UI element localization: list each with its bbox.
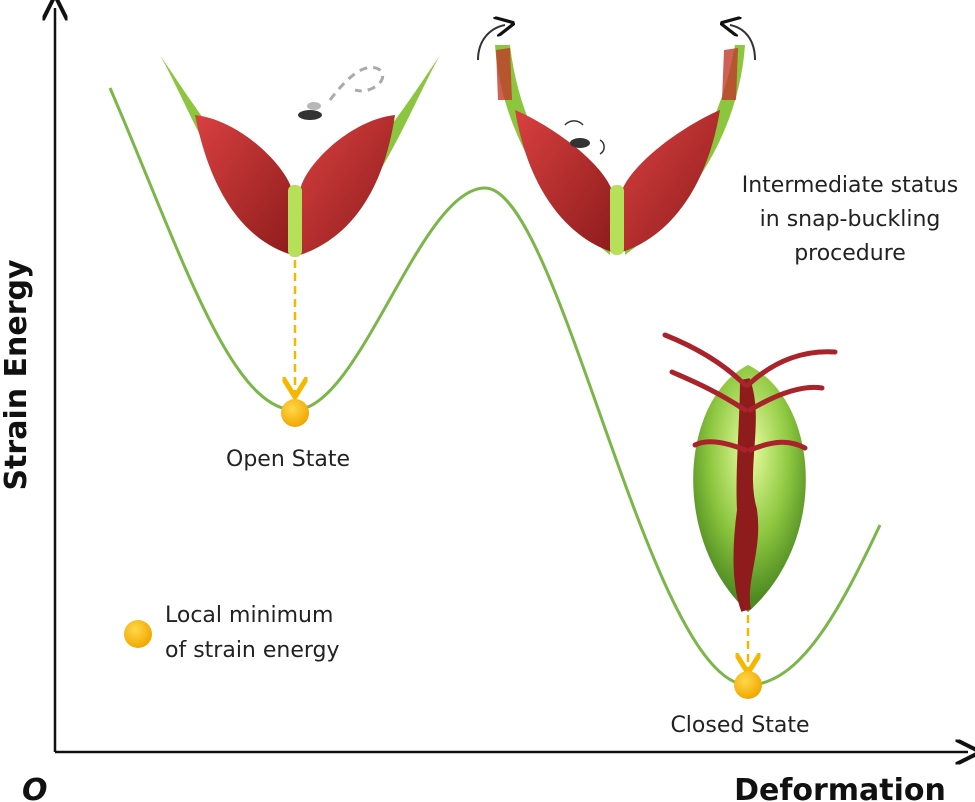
fly-icon (298, 102, 322, 120)
intermediate-label-line1: Intermediate status (742, 173, 959, 198)
x-axis-label: Deformation (734, 773, 946, 802)
fly-icon (564, 120, 605, 155)
closed-state-label: Closed State (670, 713, 809, 738)
open-trap-illustration (160, 55, 440, 392)
open-state-marker (281, 399, 309, 427)
intermediate-label-line3: procedure (794, 241, 906, 266)
legend-line2: of strain energy (165, 638, 340, 663)
axes: Strain Energy Deformation O (0, 8, 968, 802)
rotate-arrow-left-icon (477, 25, 505, 61)
closed-state-marker (734, 671, 762, 699)
rotate-arrow-right-icon (730, 25, 756, 61)
intermediate-trap-illustration (477, 25, 756, 255)
legend-marker (124, 620, 152, 648)
open-state-label: Open State (226, 447, 350, 472)
intermediate-label-line2: in snap-buckling (760, 207, 941, 232)
legend-line1: Local minimum (165, 603, 333, 628)
legend: Local minimum of strain energy (124, 603, 340, 663)
y-axis-label: Strain Energy (0, 259, 34, 491)
closed-trap-illustration (662, 332, 838, 668)
origin-label: O (22, 773, 48, 802)
energy-curve (108, 87, 882, 687)
